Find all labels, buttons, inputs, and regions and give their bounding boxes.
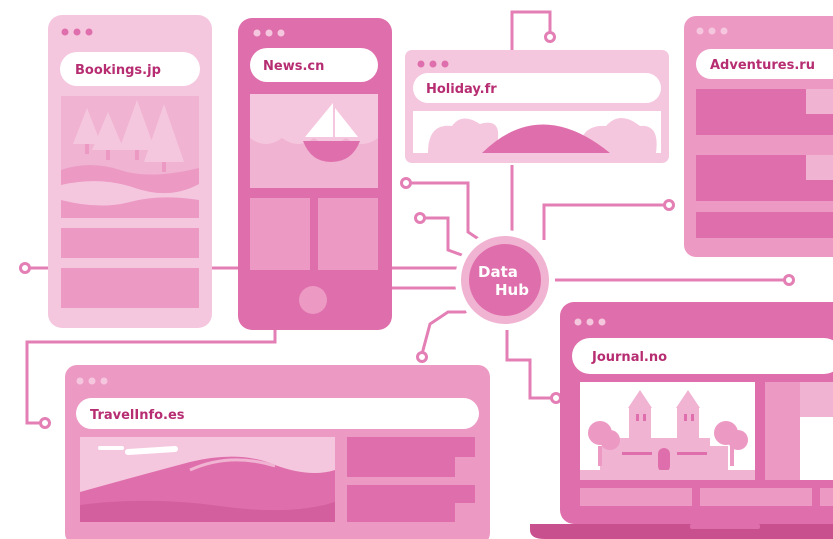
url-bar[interactable]: [413, 73, 661, 103]
window-dot-icon: [73, 28, 81, 36]
content-block: [347, 437, 475, 477]
window-dot-icon: [100, 377, 108, 385]
url-text: News.cn: [263, 59, 324, 74]
window-dot-icon: [88, 377, 96, 385]
window-dot-icon: [417, 60, 425, 68]
window-dot-icon: [598, 318, 606, 326]
content-block: [696, 212, 833, 238]
window-dot-icon: [76, 377, 84, 385]
travelinfo-window: TravelInfo.es: [65, 365, 490, 539]
hub-label-line2: Hub: [495, 281, 529, 299]
forest-image: [61, 96, 199, 218]
url-bar[interactable]: [696, 49, 833, 79]
window-dot-icon: [61, 28, 69, 36]
window-dot-icon: [277, 29, 285, 37]
hub-label-line1: Data: [478, 263, 518, 281]
laptop-notch: [690, 524, 760, 529]
content-block: [318, 198, 378, 270]
content-block: [61, 268, 199, 308]
content-block: [250, 198, 310, 270]
home-button[interactable]: [299, 286, 327, 314]
window-dot-icon: [574, 318, 582, 326]
adventures-window: Adventures.ru: [684, 16, 833, 257]
url-text: Journal.no: [591, 350, 667, 365]
window-dot-icon: [696, 27, 704, 35]
url-bar[interactable]: [60, 52, 200, 86]
url-text: TravelInfo.es: [90, 408, 185, 423]
window-dot-icon: [265, 29, 273, 37]
bookings-window: Bookings.jp: [48, 15, 212, 328]
window-dot-icon: [253, 29, 261, 37]
laptop-base: [530, 524, 833, 539]
castle-image: [580, 382, 755, 480]
url-bar[interactable]: [572, 338, 833, 374]
sailboat-image: [250, 94, 378, 188]
url-bar[interactable]: [76, 398, 479, 429]
data-hub[interactable]: Data Hub: [455, 230, 555, 330]
window-dot-icon: [441, 60, 449, 68]
holiday-window: Holiday.fr: [405, 50, 669, 163]
content-block: [61, 228, 199, 258]
url-text: Adventures.ru: [710, 58, 815, 73]
landscape-image: [80, 437, 335, 522]
journal-laptop: Journal.no: [530, 302, 833, 539]
url-text: Bookings.jp: [75, 63, 161, 78]
sunrise-image: [413, 111, 661, 153]
window-dot-icon: [720, 27, 728, 35]
window-dot-icon: [586, 318, 594, 326]
content-block: [700, 488, 812, 506]
window-dot-icon: [708, 27, 716, 35]
url-text: Holiday.fr: [426, 82, 497, 97]
url-bar[interactable]: [250, 48, 378, 82]
connector-nodes: [19, 31, 795, 429]
window-dot-icon: [85, 28, 93, 36]
news-window: News.cn: [238, 18, 392, 330]
window-dot-icon: [429, 60, 437, 68]
content-block: [580, 488, 692, 506]
content-block: [347, 485, 475, 522]
